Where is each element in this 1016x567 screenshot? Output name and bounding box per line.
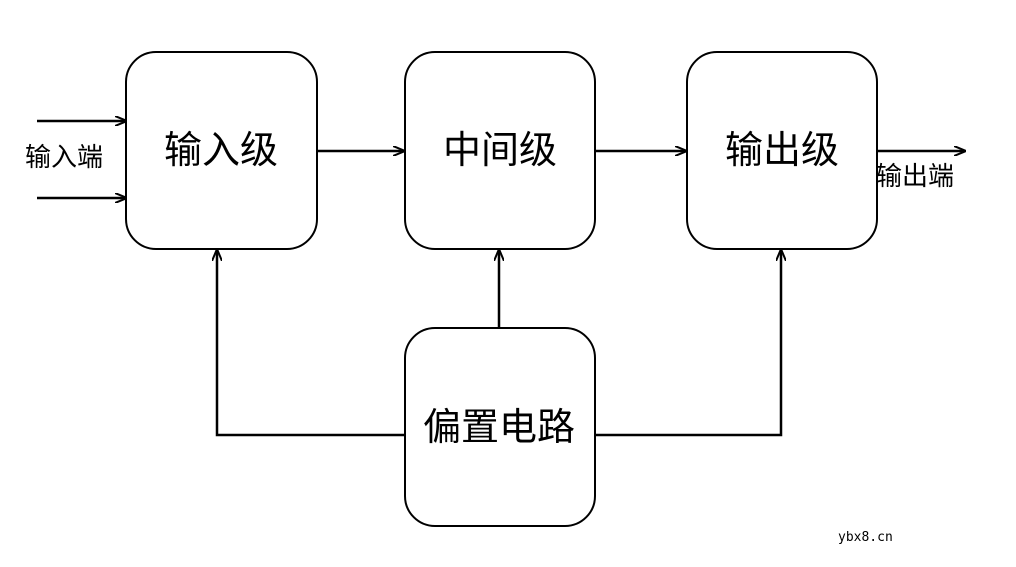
input-stage-label: 输入级 [164,128,278,172]
output-stage-label: 输出级 [725,128,839,172]
middle-stage-label: 中间级 [443,128,557,172]
input-terminal-label: 输入端 [25,143,103,173]
output-terminal-label: 输出端 [876,162,954,192]
bias-to-input-line [217,250,404,437]
bias-circuit-label: 偏置电路 [423,405,575,449]
input-stage-block [125,51,318,250]
output-stage-block [686,51,878,250]
middle-stage-block [404,51,596,250]
bias-to-output-line [596,250,781,437]
watermark-text: ybx8.cn [838,530,893,545]
bias-circuit-block [404,327,596,527]
